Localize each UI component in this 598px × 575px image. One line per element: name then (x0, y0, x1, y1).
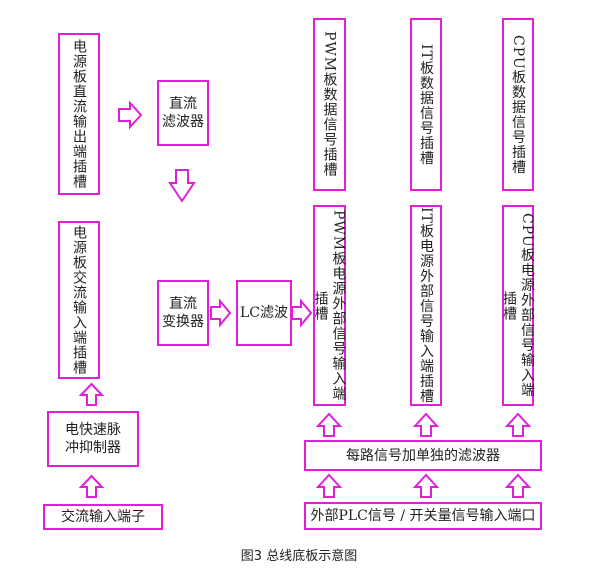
arrow-up-icon (504, 412, 532, 437)
cpu-data-slot-label: CPU板数据信号插槽 (510, 34, 526, 175)
it-data-slot-box: IT板数据信号插槽 (410, 18, 442, 191)
dc-output-slot-box: 电源板直流输出端插槽 (58, 33, 100, 195)
it-data-slot-label: IT板数据信号插槽 (418, 43, 434, 166)
pulse-suppressor-box: 电快速脉 冲抑制器 (47, 411, 139, 467)
arrow-down-icon (168, 169, 196, 203)
lc-filter-box: LC滤波 (236, 280, 292, 346)
pwm-data-slot-box: PWM板数据信号插槽 (313, 18, 346, 191)
arrow-up-icon (504, 473, 532, 498)
pwm-power-slot-label: PWM板电源外部信号输入端插槽 (312, 209, 347, 402)
lc-filter-label: LC滤波 (239, 305, 288, 321)
signal-filter-label: 每路信号加单独的滤波器 (346, 447, 500, 464)
arrow-up-icon (315, 412, 343, 437)
ac-input-slot-label: 电源板交流输入端插槽 (71, 225, 87, 375)
arrow-right-icon (291, 298, 313, 328)
arrow-up-icon (412, 473, 440, 498)
arrow-up-icon (412, 412, 440, 437)
plc-input-port-label: 外部PLC信号 / 开关量信号输入端口 (310, 508, 536, 524)
arrow-right-icon (210, 298, 232, 328)
dc-output-slot-label: 电源板直流输出端插槽 (71, 39, 87, 189)
ac-input-terminal-box: 交流输入端子 (43, 504, 163, 530)
pwm-data-slot-label: PWM板数据信号插槽 (321, 31, 338, 178)
cpu-power-slot-box: CPU板电源外部信号输入端插槽 (501, 205, 535, 406)
pwm-power-slot-box: PWM板电源外部信号输入端插槽 (312, 205, 347, 406)
dc-filter-box: 直流 滤波器 (157, 80, 209, 146)
ac-input-terminal-label: 交流输入端子 (61, 509, 145, 525)
arrow-right-icon (118, 100, 143, 130)
dc-converter-label: 直流 变换器 (162, 296, 204, 330)
ac-input-slot-box: 电源板交流输入端插槽 (58, 221, 100, 379)
dc-filter-label: 直流 滤波器 (162, 96, 204, 130)
cpu-power-slot-label: CPU板电源外部信号输入端插槽 (501, 213, 535, 398)
it-power-slot-box: IT板电源外部信号输入端插槽 (410, 205, 442, 406)
signal-filter-box: 每路信号加单独的滤波器 (304, 440, 542, 471)
pulse-suppressor-label: 电快速脉 冲抑制器 (65, 422, 121, 456)
cpu-data-slot-box: CPU板数据信号插槽 (502, 18, 534, 191)
plc-input-port-box: 外部PLC信号 / 开关量信号输入端口 (304, 502, 542, 530)
dc-converter-box: 直流 变换器 (157, 280, 209, 346)
arrow-up-icon (78, 382, 105, 406)
it-power-slot-label: IT板电源外部信号输入端插槽 (418, 207, 434, 404)
figure-caption: 图3 总线底板示意图 (240, 549, 358, 564)
arrow-up-icon (78, 474, 105, 498)
arrow-up-icon (315, 473, 343, 498)
